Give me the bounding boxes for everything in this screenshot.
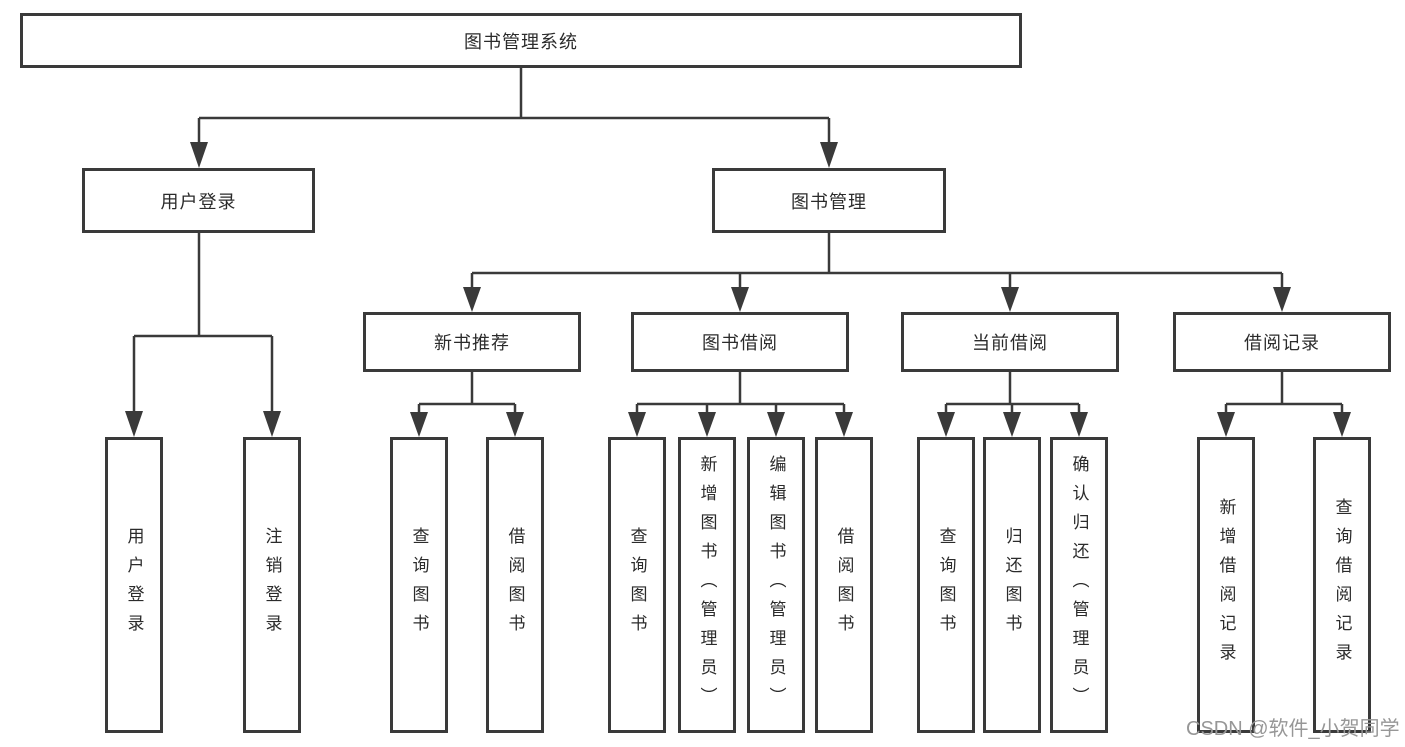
- leaf-user-login: 用户登录: [105, 437, 163, 733]
- node-current-borrow: 当前借阅: [901, 312, 1119, 372]
- leaf-br-add-record: 新增借阅记录: [1197, 437, 1255, 733]
- leaf-user-login-label: 用户登录: [124, 527, 144, 643]
- leaf-br-query-record: 查询借阅记录: [1313, 437, 1371, 733]
- connector-book-management: [463, 233, 1291, 312]
- leaf-bb-query-book: 查询图书: [608, 437, 666, 733]
- leaf-bb-edit-book: 编辑图书（管理员）: [747, 437, 805, 733]
- node-borrow-records: 借阅记录: [1173, 312, 1391, 372]
- node-root-label: 图书管理系统: [464, 31, 578, 52]
- node-new-book-recommend-label: 新书推荐: [434, 333, 510, 353]
- leaf-bb-borrow-book: 借阅图书: [815, 437, 873, 733]
- leaf-cb-return-book-label: 归还图书: [1002, 527, 1022, 643]
- connector-borrow-records: [1217, 372, 1351, 437]
- leaf-bb-edit-book-label: 编辑图书（管理员）: [766, 454, 786, 716]
- leaf-nb-query-book-label: 查询图书: [409, 527, 429, 643]
- connector-current-borrow: [937, 372, 1088, 437]
- node-book-borrow: 图书借阅: [631, 312, 849, 372]
- node-new-book-recommend: 新书推荐: [363, 312, 581, 372]
- node-book-borrow-label: 图书借阅: [702, 333, 778, 353]
- connector-book-borrow: [628, 372, 853, 437]
- leaf-bb-add-book: 新增图书（管理员）: [678, 437, 736, 733]
- leaf-bb-query-book-label: 查询图书: [627, 527, 647, 643]
- leaf-cb-query-book: 查询图书: [917, 437, 975, 733]
- connector-new-book-recommend: [410, 372, 524, 437]
- leaf-br-add-record-label: 新增借阅记录: [1216, 498, 1236, 672]
- leaf-cb-confirm-return: 确认归还（管理员）: [1050, 437, 1108, 733]
- leaf-cb-return-book: 归还图书: [983, 437, 1041, 733]
- leaf-nb-borrow-book: 借阅图书: [486, 437, 544, 733]
- leaf-logout-login: 注销登录: [243, 437, 301, 733]
- node-book-management: 图书管理: [712, 168, 946, 233]
- connector-root: [190, 68, 838, 168]
- leaf-nb-query-book: 查询图书: [390, 437, 448, 733]
- leaf-cb-query-book-label: 查询图书: [936, 527, 956, 643]
- node-current-borrow-label: 当前借阅: [972, 333, 1048, 353]
- leaf-nb-borrow-book-label: 借阅图书: [505, 527, 525, 643]
- leaf-br-query-record-label: 查询借阅记录: [1332, 498, 1352, 672]
- node-root: 图书管理系统: [20, 13, 1022, 68]
- node-user-login-label: 用户登录: [160, 191, 237, 212]
- leaf-bb-add-book-label: 新增图书（管理员）: [697, 454, 717, 716]
- connector-user-login: [125, 233, 281, 437]
- node-book-management-label: 图书管理: [791, 191, 867, 212]
- leaf-cb-confirm-return-label: 确认归还（管理员）: [1069, 454, 1089, 716]
- csdn-watermark: CSDN @软件_小贺同学: [1186, 718, 1400, 740]
- leaf-logout-login-label: 注销登录: [262, 527, 282, 643]
- node-user-login: 用户登录: [82, 168, 315, 233]
- node-borrow-records-label: 借阅记录: [1244, 333, 1320, 353]
- leaf-bb-borrow-book-label: 借阅图书: [834, 527, 854, 643]
